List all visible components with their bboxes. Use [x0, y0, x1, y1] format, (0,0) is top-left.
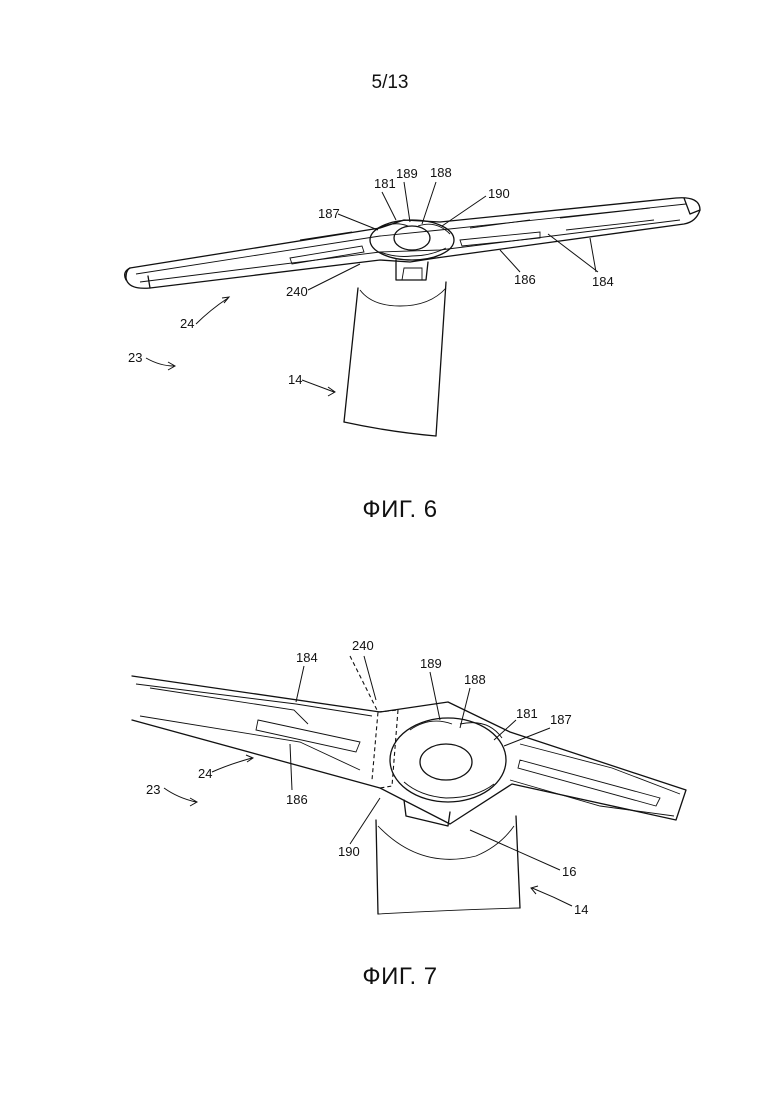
fig6-label-23: 23 — [128, 350, 142, 365]
figure-7-drawing: 184 240 189 188 181 187 24 23 186 190 16… — [0, 620, 780, 930]
fig6-label-186: 186 — [514, 272, 536, 287]
fig6-label-190: 190 — [488, 186, 510, 201]
fig7-label-181: 181 — [516, 706, 538, 721]
fig7-label-184: 184 — [296, 650, 318, 665]
spray-arm — [132, 656, 686, 826]
fig6-label-189: 189 — [396, 166, 418, 181]
fig7-label-23: 23 — [146, 782, 160, 797]
fig7-label-189: 189 — [420, 656, 442, 671]
fig7-label-240: 240 — [352, 638, 374, 653]
fig7-label-188: 188 — [464, 672, 486, 687]
figure-7-caption: ФИГ. 7 — [0, 963, 780, 991]
fig6-label-240: 240 — [286, 284, 308, 299]
fig7-label-24: 24 — [198, 766, 212, 781]
figure-6-caption: ФИГ. 6 — [0, 496, 780, 524]
fig6-label-181: 181 — [374, 176, 396, 191]
tube-14 — [344, 282, 446, 436]
fig6-label-188: 188 — [430, 165, 452, 180]
fig6-label-14: 14 — [288, 372, 302, 387]
page-number: 5/13 — [0, 72, 780, 94]
fig7-label-14: 14 — [574, 902, 588, 917]
fig6-label-184: 184 — [592, 274, 614, 289]
fig7-label-16: 16 — [562, 864, 576, 879]
fig6-label-187: 187 — [318, 206, 340, 221]
fig7-label-186: 186 — [286, 792, 308, 807]
tube-14 — [376, 816, 520, 914]
figure-6-drawing: 181 189 188 187 190 240 186 184 24 23 14 — [0, 140, 780, 460]
fig7-label-190: 190 — [338, 844, 360, 859]
fig6-label-24: 24 — [180, 316, 194, 331]
fig7-label-187: 187 — [550, 712, 572, 727]
